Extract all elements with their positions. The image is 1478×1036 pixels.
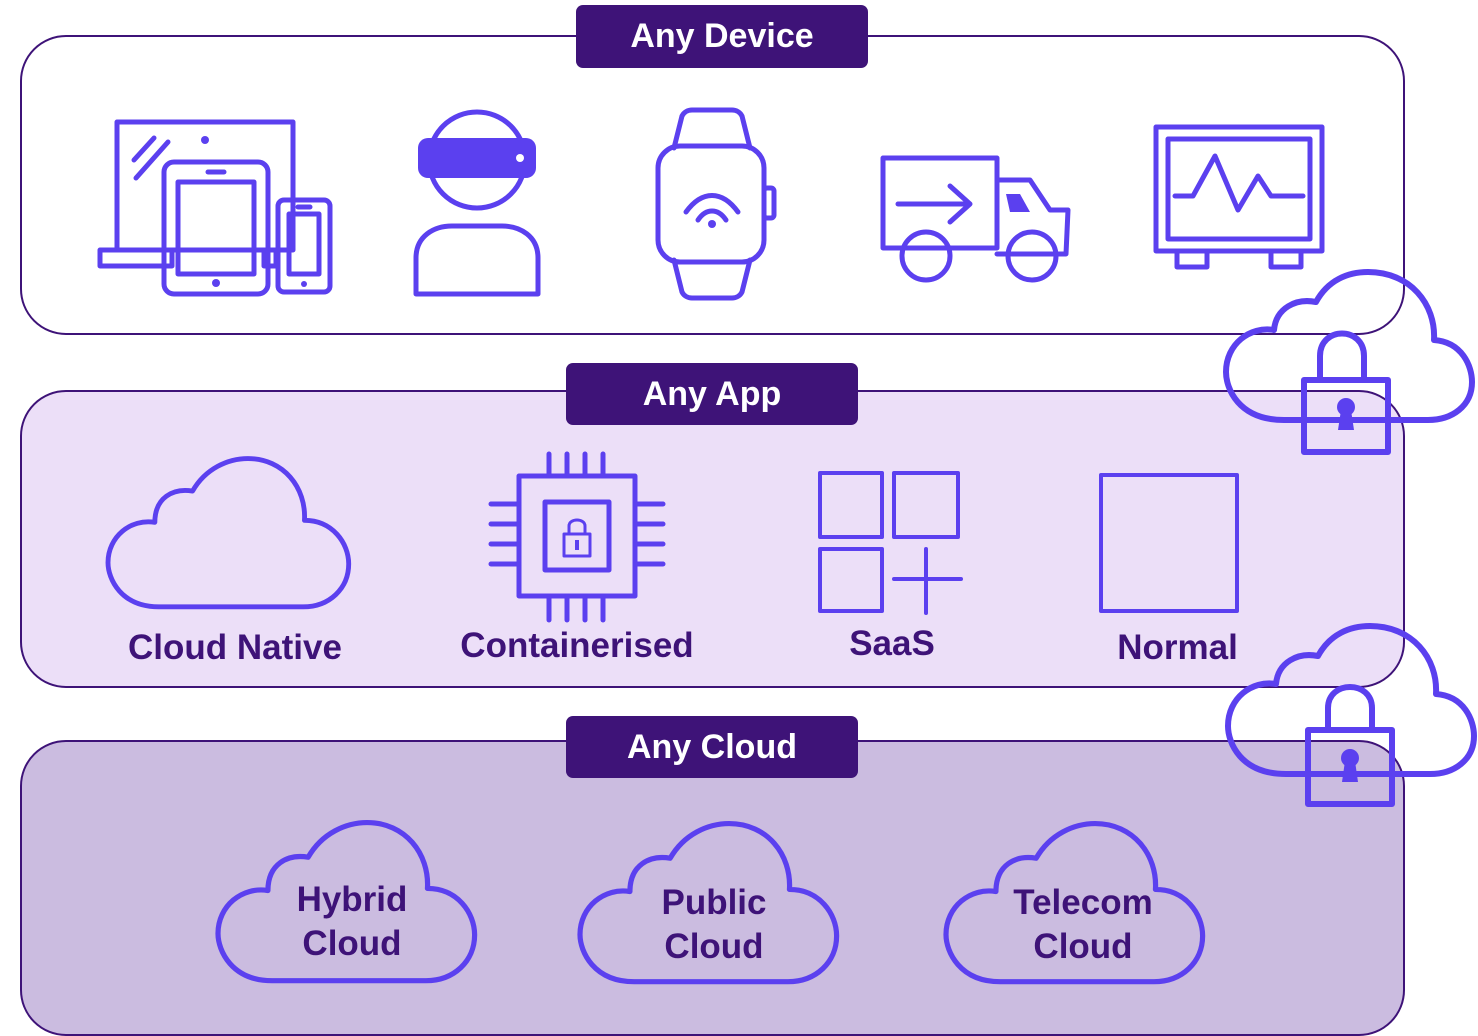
public-line-2: Cloud (664, 927, 764, 966)
vr-headset-user-icon (413, 109, 541, 297)
cloud-icon (108, 456, 350, 612)
any-cloud-title: Any Cloud (566, 716, 858, 778)
smartwatch-wifi-icon (655, 107, 777, 301)
hybrid-line-2: Cloud (302, 924, 402, 963)
containerised-label: Containerised (460, 626, 694, 665)
devices-icon (97, 119, 333, 297)
cloud-native-label: Cloud Native (128, 628, 342, 667)
normal-label: Normal (1117, 628, 1238, 667)
cloud-lock-icon (1225, 623, 1477, 807)
cloud-lock-icon (1223, 269, 1475, 455)
secure-chip-icon (488, 451, 666, 623)
app-grid-icon (818, 471, 963, 615)
hybrid-cloud-label: Hybrid Cloud (250, 878, 454, 966)
telecom-cloud-label: Telecom Cloud (978, 881, 1188, 969)
public-cloud-label: Public Cloud (612, 881, 816, 969)
square-icon (1099, 473, 1239, 613)
public-line-1: Public (661, 883, 767, 922)
any-app-title: Any App (566, 363, 858, 425)
saas-label: SaaS (849, 624, 935, 663)
hybrid-line-1: Hybrid (296, 880, 408, 919)
any-device-panel (20, 35, 1405, 335)
monitor-signal-icon (1153, 124, 1325, 270)
telecom-line-2: Cloud (1033, 927, 1133, 966)
telecom-line-1: Telecom (1013, 883, 1153, 922)
any-app-panel (20, 390, 1405, 688)
any-device-title: Any Device (576, 5, 868, 68)
delivery-truck-icon (880, 155, 1071, 283)
